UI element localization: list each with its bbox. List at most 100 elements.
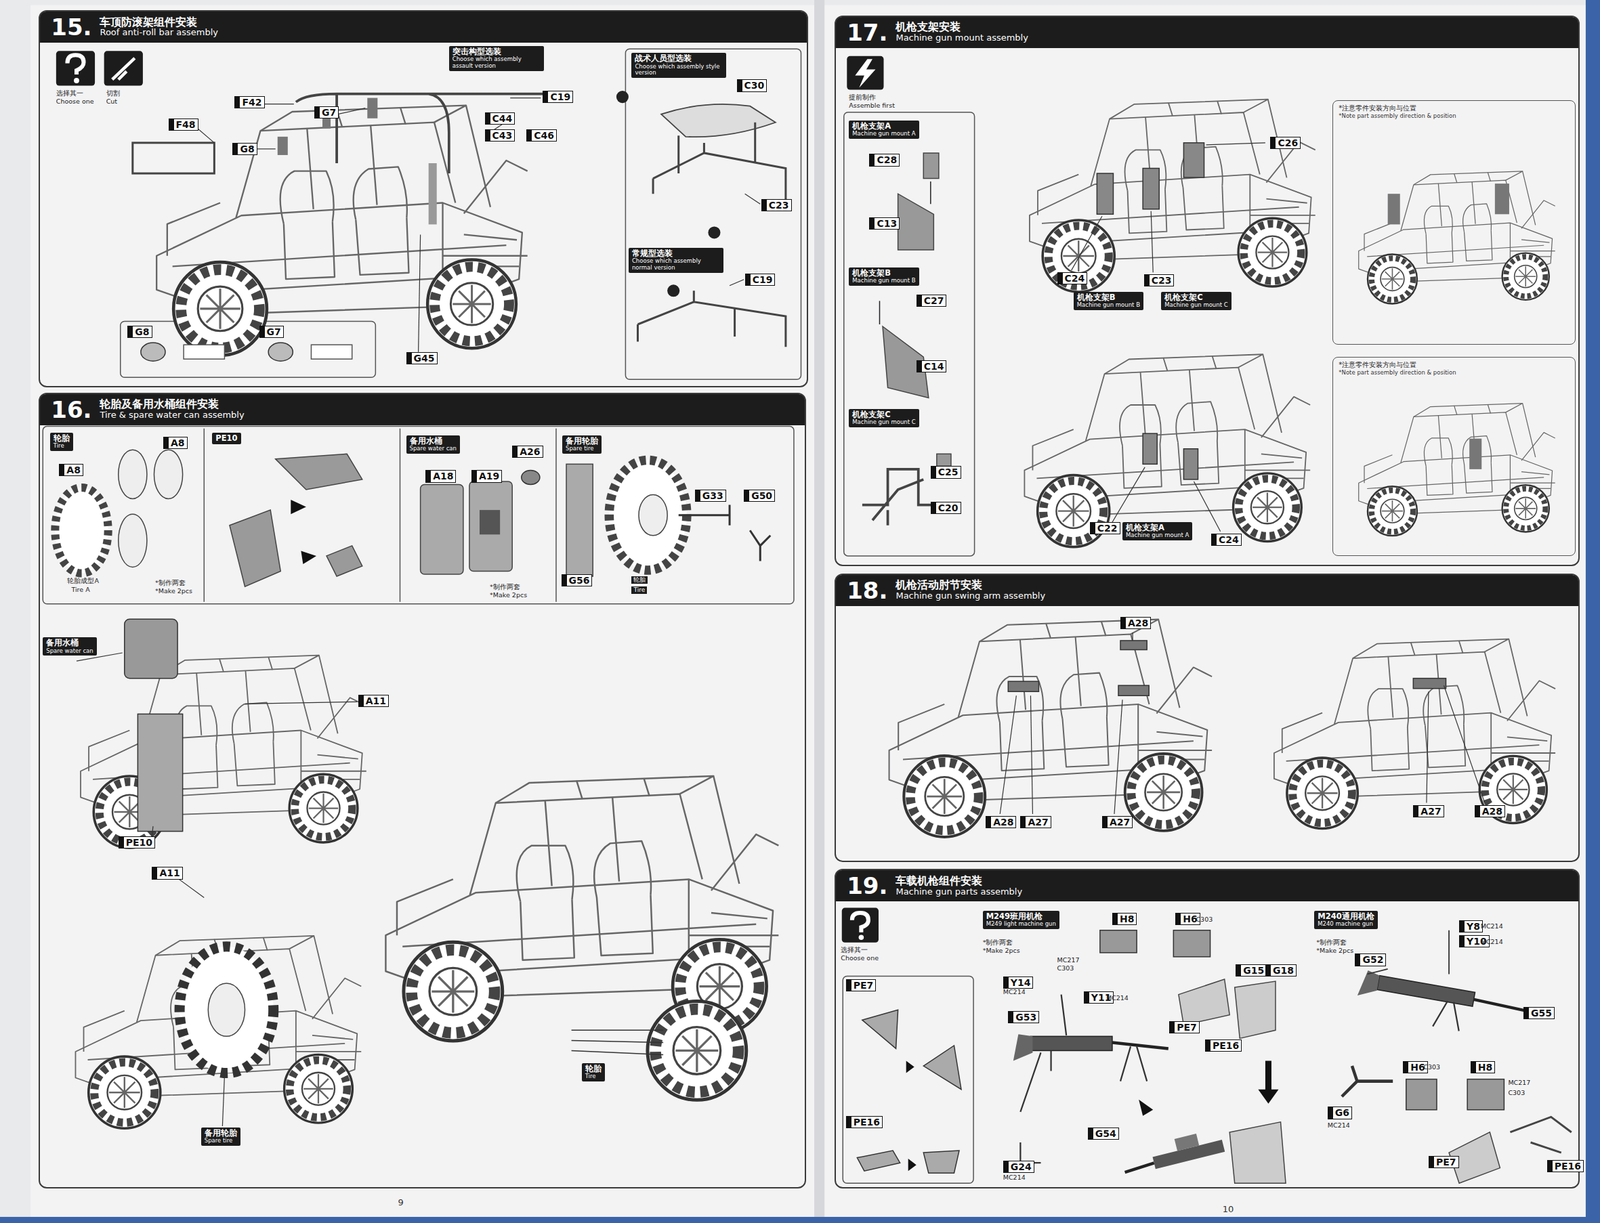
tag-text: Choose which assembly style version [634, 63, 723, 78]
line-art [745, 193, 761, 204]
line-art [469, 481, 513, 572]
note-text: 切割 [106, 90, 120, 97]
note-text: MC217 [1057, 957, 1080, 964]
callout-number: PE7 [1169, 1021, 1200, 1034]
line-art [856, 1150, 900, 1172]
line-art [842, 976, 974, 1184]
part-tag: 轮胎Tire [50, 432, 74, 452]
note-text: C303 [1057, 965, 1075, 973]
line-art [1007, 681, 1039, 692]
tag-text: Choose which assembly assault version [452, 56, 541, 70]
note-text: MC214 [1480, 923, 1504, 931]
callout-number: PE16 [846, 1116, 883, 1129]
line-art [638, 495, 668, 536]
note-text: *Note part assembly direction & position [1338, 112, 1570, 120]
line-art [1030, 695, 1033, 815]
part-tag-text: Tire [631, 586, 647, 595]
callout-number: G15 [1235, 964, 1267, 977]
callout-number: C26 [1270, 136, 1301, 150]
line-art [1358, 171, 1556, 305]
callout-number: C46 [526, 129, 557, 142]
line-art [1387, 193, 1401, 225]
callout-number: G52 [1354, 953, 1386, 966]
line-art [1178, 979, 1230, 1026]
note-text: *Note part assembly direction & position [1338, 369, 1570, 376]
step-title-text: Machine gun swing arm assembly [895, 591, 1046, 601]
callout-number: F48 [168, 118, 199, 131]
line-art [67, 54, 84, 75]
line-art [179, 946, 274, 1074]
note-text: *制作两套 [1316, 939, 1347, 947]
callout-number: A27 [1102, 816, 1133, 829]
tag-text: 备用轮胎 [565, 436, 599, 446]
page-number: 9 [397, 1197, 404, 1208]
tag-text: PE10 [215, 434, 238, 444]
line-art [854, 58, 876, 88]
part-tag: 机枪支架BMachine gun mount B [848, 267, 919, 286]
step-header-bar: 19.车载机枪组件安装Machine gun parts assembly [835, 870, 1579, 902]
step-title-text: 机枪支架安装 [895, 21, 1028, 34]
line-art [1265, 1061, 1272, 1092]
line-art [908, 1159, 917, 1172]
tag-text: 备用水桶 [46, 638, 93, 648]
note-text: Tire A [71, 586, 90, 594]
line-art [1131, 632, 1133, 641]
line-art [625, 48, 801, 380]
part-tag: 备用轮胎Spare tire [201, 1127, 241, 1147]
line-art [310, 344, 352, 360]
line-art [1432, 999, 1464, 1032]
part-tag: 战术人员型选装Choose which assembly style versi… [631, 52, 727, 78]
tag-text: 轮胎 [585, 1064, 602, 1074]
note-text: MC214 [1003, 1174, 1026, 1182]
step-title-text: 机枪活动肘节安装 [895, 579, 1046, 592]
note-text: MC214 [1106, 995, 1129, 1002]
tag-text: Spare water can [409, 445, 457, 453]
line-art [1114, 699, 1123, 815]
callout-number: Y8 [1459, 920, 1483, 933]
callout-number: G55 [1523, 1007, 1555, 1020]
line-art [616, 90, 629, 103]
line-art [1119, 1128, 1225, 1178]
line-art [862, 1009, 899, 1049]
note-box: *注意零件安装方向与位置*Note part assembly directio… [1332, 356, 1576, 557]
line-art [112, 58, 135, 80]
callout-number: A26 [512, 445, 543, 458]
step-panel: 17.机枪支架安装Machine gun mount assembly机枪支架A… [834, 15, 1580, 567]
callout-number: G53 [1007, 1011, 1040, 1024]
part-tag: 突击构型选装Choose which assembly assault vers… [449, 46, 544, 72]
line-art [120, 48, 802, 380]
callout-number: A28 [1474, 805, 1506, 818]
line-art [132, 142, 215, 174]
line-art [1013, 1034, 1034, 1061]
note-text: MC217 [1507, 1079, 1531, 1087]
tag-text: 机枪支架B [1077, 293, 1141, 303]
note-text: C303 [1507, 1089, 1525, 1097]
callout-number: G45 [406, 352, 438, 365]
line-art [1124, 1163, 1155, 1173]
callout-number: G8 [232, 142, 257, 156]
tag-text: Tire [585, 1073, 602, 1081]
line-art [42, 426, 794, 605]
line-art [137, 713, 183, 832]
line-art [1138, 1100, 1153, 1117]
line-art [75, 936, 362, 1129]
line-art [118, 514, 147, 567]
line-art [1030, 1036, 1113, 1051]
note-text: 选择其一 [840, 946, 868, 954]
tag-text: Machine gun mount B [852, 277, 916, 285]
line-art [183, 344, 225, 360]
tag-text: M249 light machine gun [986, 921, 1057, 929]
line-art [1406, 1079, 1437, 1111]
line-art [1495, 183, 1510, 215]
note-text: C303 [1195, 916, 1213, 924]
line-art [1377, 976, 1476, 1008]
callout-number: G33 [695, 489, 727, 502]
callout-number: A8 [163, 436, 188, 450]
line-art [277, 136, 288, 156]
tag-text: 备用轮胎 [204, 1129, 238, 1139]
line-art [858, 934, 865, 941]
step-title-text: Tire & spare water can assembly [99, 410, 244, 420]
part-tag: 常规型选装Choose which assembly normal versio… [628, 247, 724, 273]
part-tag: 机枪支架BMachine gun mount B [1073, 291, 1144, 311]
